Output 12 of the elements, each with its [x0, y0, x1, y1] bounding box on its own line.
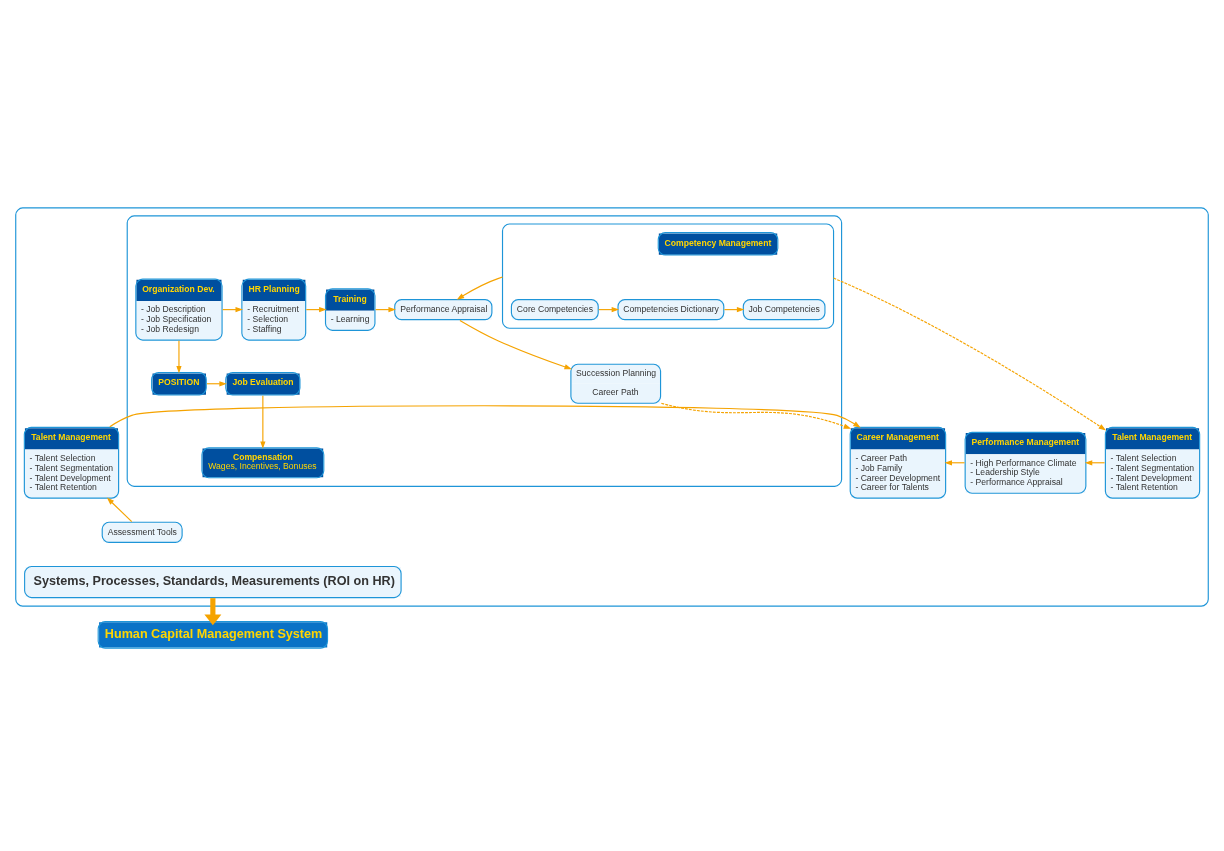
- cluster: [126, 214, 843, 487]
- arrow: [832, 277, 1107, 430]
- cluster: [501, 222, 835, 329]
- arrow: [106, 497, 133, 522]
- arrow: [660, 402, 852, 429]
- cluster: [15, 206, 1209, 607]
- arrow: [456, 275, 504, 300]
- arrow: [176, 339, 182, 374]
- arrow: [109, 404, 861, 428]
- arrow: [459, 319, 572, 369]
- arrow: [204, 597, 222, 625]
- arrow: [260, 394, 266, 449]
